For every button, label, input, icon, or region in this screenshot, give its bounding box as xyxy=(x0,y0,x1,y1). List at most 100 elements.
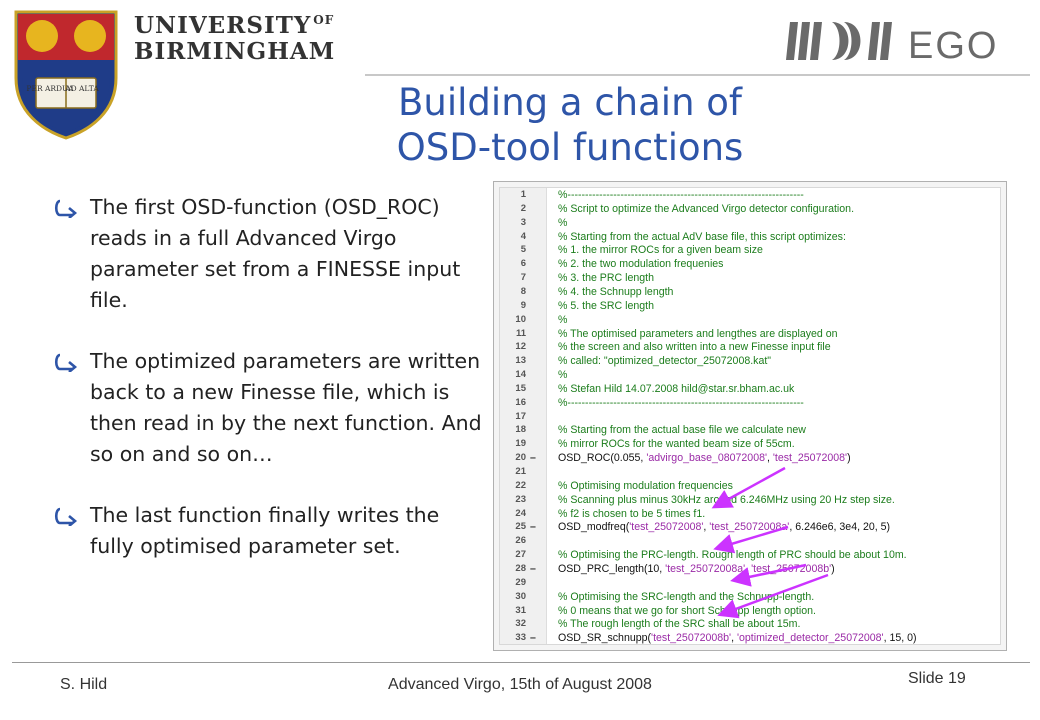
code-text: % xyxy=(558,368,567,382)
code-line: 1%--------------------------------------… xyxy=(500,188,1000,202)
title-line1: Building a chain of xyxy=(398,81,742,124)
bullet-text: The optimized parameters are written bac… xyxy=(90,349,482,466)
line-number: 3 xyxy=(520,216,526,228)
code-text: % Optimising the PRC-length. Rough lengt… xyxy=(558,548,907,562)
header-divider xyxy=(365,74,1030,76)
line-number: 27 xyxy=(515,549,526,561)
code-text: % the screen and also written into a new… xyxy=(558,340,831,354)
line-number: 7 xyxy=(520,272,526,284)
code-string: 'test_25072008' xyxy=(772,452,848,465)
line-number: 12 xyxy=(515,341,526,353)
code-text: % Scanning plus minus 30kHz around 6.246… xyxy=(558,493,895,507)
footer-author: S. Hild xyxy=(60,676,108,693)
code-string: 'optimized_detector_25072008' xyxy=(736,632,884,645)
breakpoint-dash: – xyxy=(530,562,536,575)
code-string: 'test_25072008b' xyxy=(751,562,832,575)
line-number: 32 xyxy=(515,618,526,630)
code-comment: % 3. the PRC length xyxy=(558,272,654,285)
code-line: 31 % 0 means that we go for short Schnupp… xyxy=(500,604,1000,618)
code-comment: % 0 means that we go for short Schnupp l… xyxy=(558,604,816,617)
code-line: 11% The optimised parameters and lengthe… xyxy=(500,327,1000,341)
code-comment: % xyxy=(558,216,568,229)
code-text: % 1. the mirror ROCs for a given beam si… xyxy=(558,243,763,257)
code-comment: % The rough length of the SRC shall be a… xyxy=(558,618,801,631)
line-number: 5 xyxy=(520,244,526,256)
bullet-text: The first OSD-function (OSD_ROC) reads i… xyxy=(90,195,461,312)
code-text: OSD_ROC(0.055, 'advirgo_base_08072008', … xyxy=(558,451,851,465)
code-comment: % xyxy=(558,313,568,326)
line-number: 21 xyxy=(515,466,526,477)
code-line: 14% xyxy=(500,368,1000,382)
line-number: 15 xyxy=(515,382,526,394)
line-number: 10 xyxy=(515,313,526,325)
code-string: 'test_25072008a' xyxy=(665,562,746,575)
code-statement: OSD_ROC(0.055, xyxy=(558,452,647,465)
bullet-item: The optimized parameters are written bac… xyxy=(54,346,484,470)
code-string: 'advirgo_base_08072008' xyxy=(646,452,768,465)
line-number: 23 xyxy=(515,493,526,505)
code-text: % The optimised parameters and lengthes … xyxy=(558,327,838,341)
line-number: 31 xyxy=(515,604,526,616)
code-text: % Starting from the actual AdV base file… xyxy=(558,230,846,244)
line-number: 20 xyxy=(515,452,526,464)
code-text: % Starting from the actual base file we … xyxy=(558,423,806,437)
code-statement: OSD_SR_schnupp( xyxy=(558,632,652,645)
line-number: 24 xyxy=(515,507,526,519)
line-number: 13 xyxy=(515,355,526,367)
line-number: 28 xyxy=(515,562,526,574)
code-text: % The rough length of the SRC shall be a… xyxy=(558,617,800,631)
slide-title: Building a chain of OSD-tool functions xyxy=(300,80,840,170)
code-line: 30% Optimising the SRC-length and the Sc… xyxy=(500,590,1000,604)
code-text: % xyxy=(558,216,567,230)
code-line: 23 % Scanning plus minus 30kHz around 6.2… xyxy=(500,493,1000,507)
matlab-code-screenshot: 1%--------------------------------------… xyxy=(493,181,1007,651)
line-number: 30 xyxy=(515,590,526,602)
curved-arrow-bullet-icon xyxy=(54,353,78,372)
code-text: % Stefan Hild 14.07.2008 hild@star.sr.bh… xyxy=(558,382,794,396)
code-comment: % Optimising modulation frequencies xyxy=(558,479,733,492)
code-text: OSD_modfreq('test_25072008', 'test_25072… xyxy=(558,520,890,534)
code-statement: , 15, 0) xyxy=(883,632,917,645)
code-line: 13 % called: "optimized_detector_25072008… xyxy=(500,354,1000,368)
line-number: 33 xyxy=(515,632,526,644)
crest-motto-right: AD ALTA xyxy=(64,84,99,93)
code-line: 28–OSD_PRC_length(10, 'test_25072008a', … xyxy=(500,562,1000,576)
code-text: % 5. the SRC length xyxy=(558,299,654,313)
code-line: 12 % the screen and also written into a n… xyxy=(500,340,1000,354)
footer-divider xyxy=(12,662,1030,663)
code-comment: % called: "optimized_detector_25072008.k… xyxy=(558,355,772,368)
code-line: 26 xyxy=(500,534,1000,548)
footer-slide-number: Slide 19 xyxy=(908,670,966,687)
code-comment: % Starting from the actual base file we … xyxy=(558,424,806,437)
line-number: 4 xyxy=(520,230,526,242)
code-comment: % Scanning plus minus 30kHz around 6.246… xyxy=(558,493,895,506)
line-number: 22 xyxy=(515,479,526,491)
code-text: % xyxy=(558,313,567,327)
line-number-gutter xyxy=(500,188,547,644)
bullet-list: The first OSD-function (OSD_ROC) reads i… xyxy=(54,192,484,592)
line-number: 9 xyxy=(520,299,526,311)
code-statement: , xyxy=(731,632,737,645)
code-line: 7 % 3. the PRC length xyxy=(500,271,1000,285)
code-line: 15 % Stefan Hild 14.07.2008 hild@star.sr.… xyxy=(500,382,1000,396)
code-comment: %---------------------------------------… xyxy=(558,189,804,201)
code-text: %---------------------------------------… xyxy=(558,188,804,202)
curved-arrow-bullet-icon xyxy=(54,507,78,526)
code-line: 19% mirror ROCs for the wanted beam size… xyxy=(500,437,1000,451)
code-text: % Optimising modulation frequencies xyxy=(558,479,733,493)
line-number: 8 xyxy=(520,285,526,297)
code-comment: % f2 is chosen to be 5 times f1. xyxy=(558,507,706,520)
ego-logo-text: EGO xyxy=(908,25,998,67)
code-string: 'test_25072008a' xyxy=(709,521,790,534)
code-statement: , xyxy=(703,521,710,534)
line-number: 18 xyxy=(515,424,526,436)
bullet-item: The first OSD-function (OSD_ROC) reads i… xyxy=(54,192,484,316)
code-text: % Script to optimize the Advanced Virgo … xyxy=(558,202,854,216)
university-line1: UNIVERSITY xyxy=(134,12,312,39)
code-text: % called: "optimized_detector_25072008.k… xyxy=(558,354,771,368)
breakpoint-dash: – xyxy=(530,632,536,645)
code-comment: % 2. the two modulation frequenies xyxy=(558,258,724,271)
code-statement: , xyxy=(767,452,773,465)
code-line: 32 % The rough length of the SRC shall be… xyxy=(500,617,1000,631)
